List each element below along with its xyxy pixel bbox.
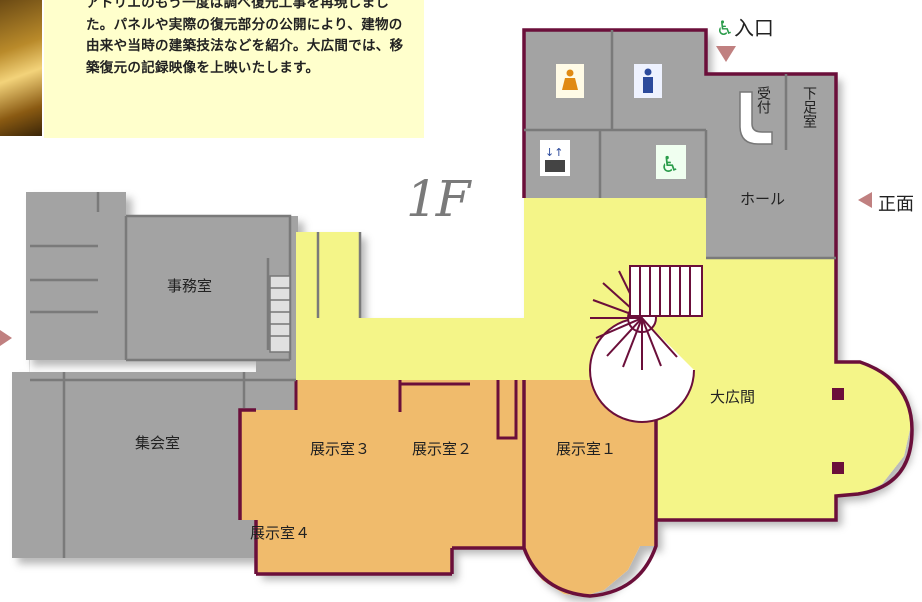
- reception-label: 受付: [755, 86, 771, 114]
- pillar: [832, 462, 844, 474]
- svg-text:↓↑: ↓↑: [545, 146, 563, 159]
- entrance-arrow: [716, 46, 736, 62]
- front-arrow: [858, 192, 872, 208]
- spiral-staircase: [589, 265, 703, 423]
- reception-counter: [739, 91, 773, 145]
- ne-walls: [524, 30, 836, 260]
- exhibit-room-2-label: 展示室２: [412, 440, 473, 458]
- exhibit-room-1-label: 展示室１: [556, 440, 617, 458]
- accessible-restroom-icon: [656, 145, 686, 179]
- assembly-room-label: 集会室: [135, 434, 181, 452]
- west-stairs: [269, 275, 291, 353]
- floor-label: 1F: [406, 170, 471, 228]
- west-arrow: [0, 330, 12, 346]
- facility-icons: ↓↑ ♿: [540, 64, 686, 179]
- office-label: 事務室: [167, 277, 213, 295]
- svg-text:♿: ♿: [660, 153, 680, 178]
- exhibit-room-4-label: 展示室４: [250, 524, 311, 542]
- exhibit-room-3-label: 展示室３: [310, 440, 371, 458]
- great-hall-label: 大広間: [710, 388, 756, 406]
- pillar: [832, 388, 844, 400]
- shoe-room-label: 下足室: [801, 86, 817, 128]
- grey-wing-walls: [30, 192, 362, 558]
- entrance-label: ♿入口: [716, 16, 774, 40]
- intro-panel: アトリエのもう一度は調べ復元工事を再現しました。パネルや実際の復元部分の公開によ…: [44, 0, 424, 138]
- exhibit-photo: [0, 0, 42, 136]
- wheelchair-icon: ♿: [716, 16, 734, 40]
- outer-walls: [238, 28, 914, 598]
- intro-text: アトリエのもう一度は調べ復元工事を再現しました。パネルや実際の復元部分の公開によ…: [86, 0, 404, 76]
- front-label: 正面: [878, 194, 914, 215]
- interior-walls: [294, 380, 518, 440]
- hall-label: ホール: [740, 190, 786, 208]
